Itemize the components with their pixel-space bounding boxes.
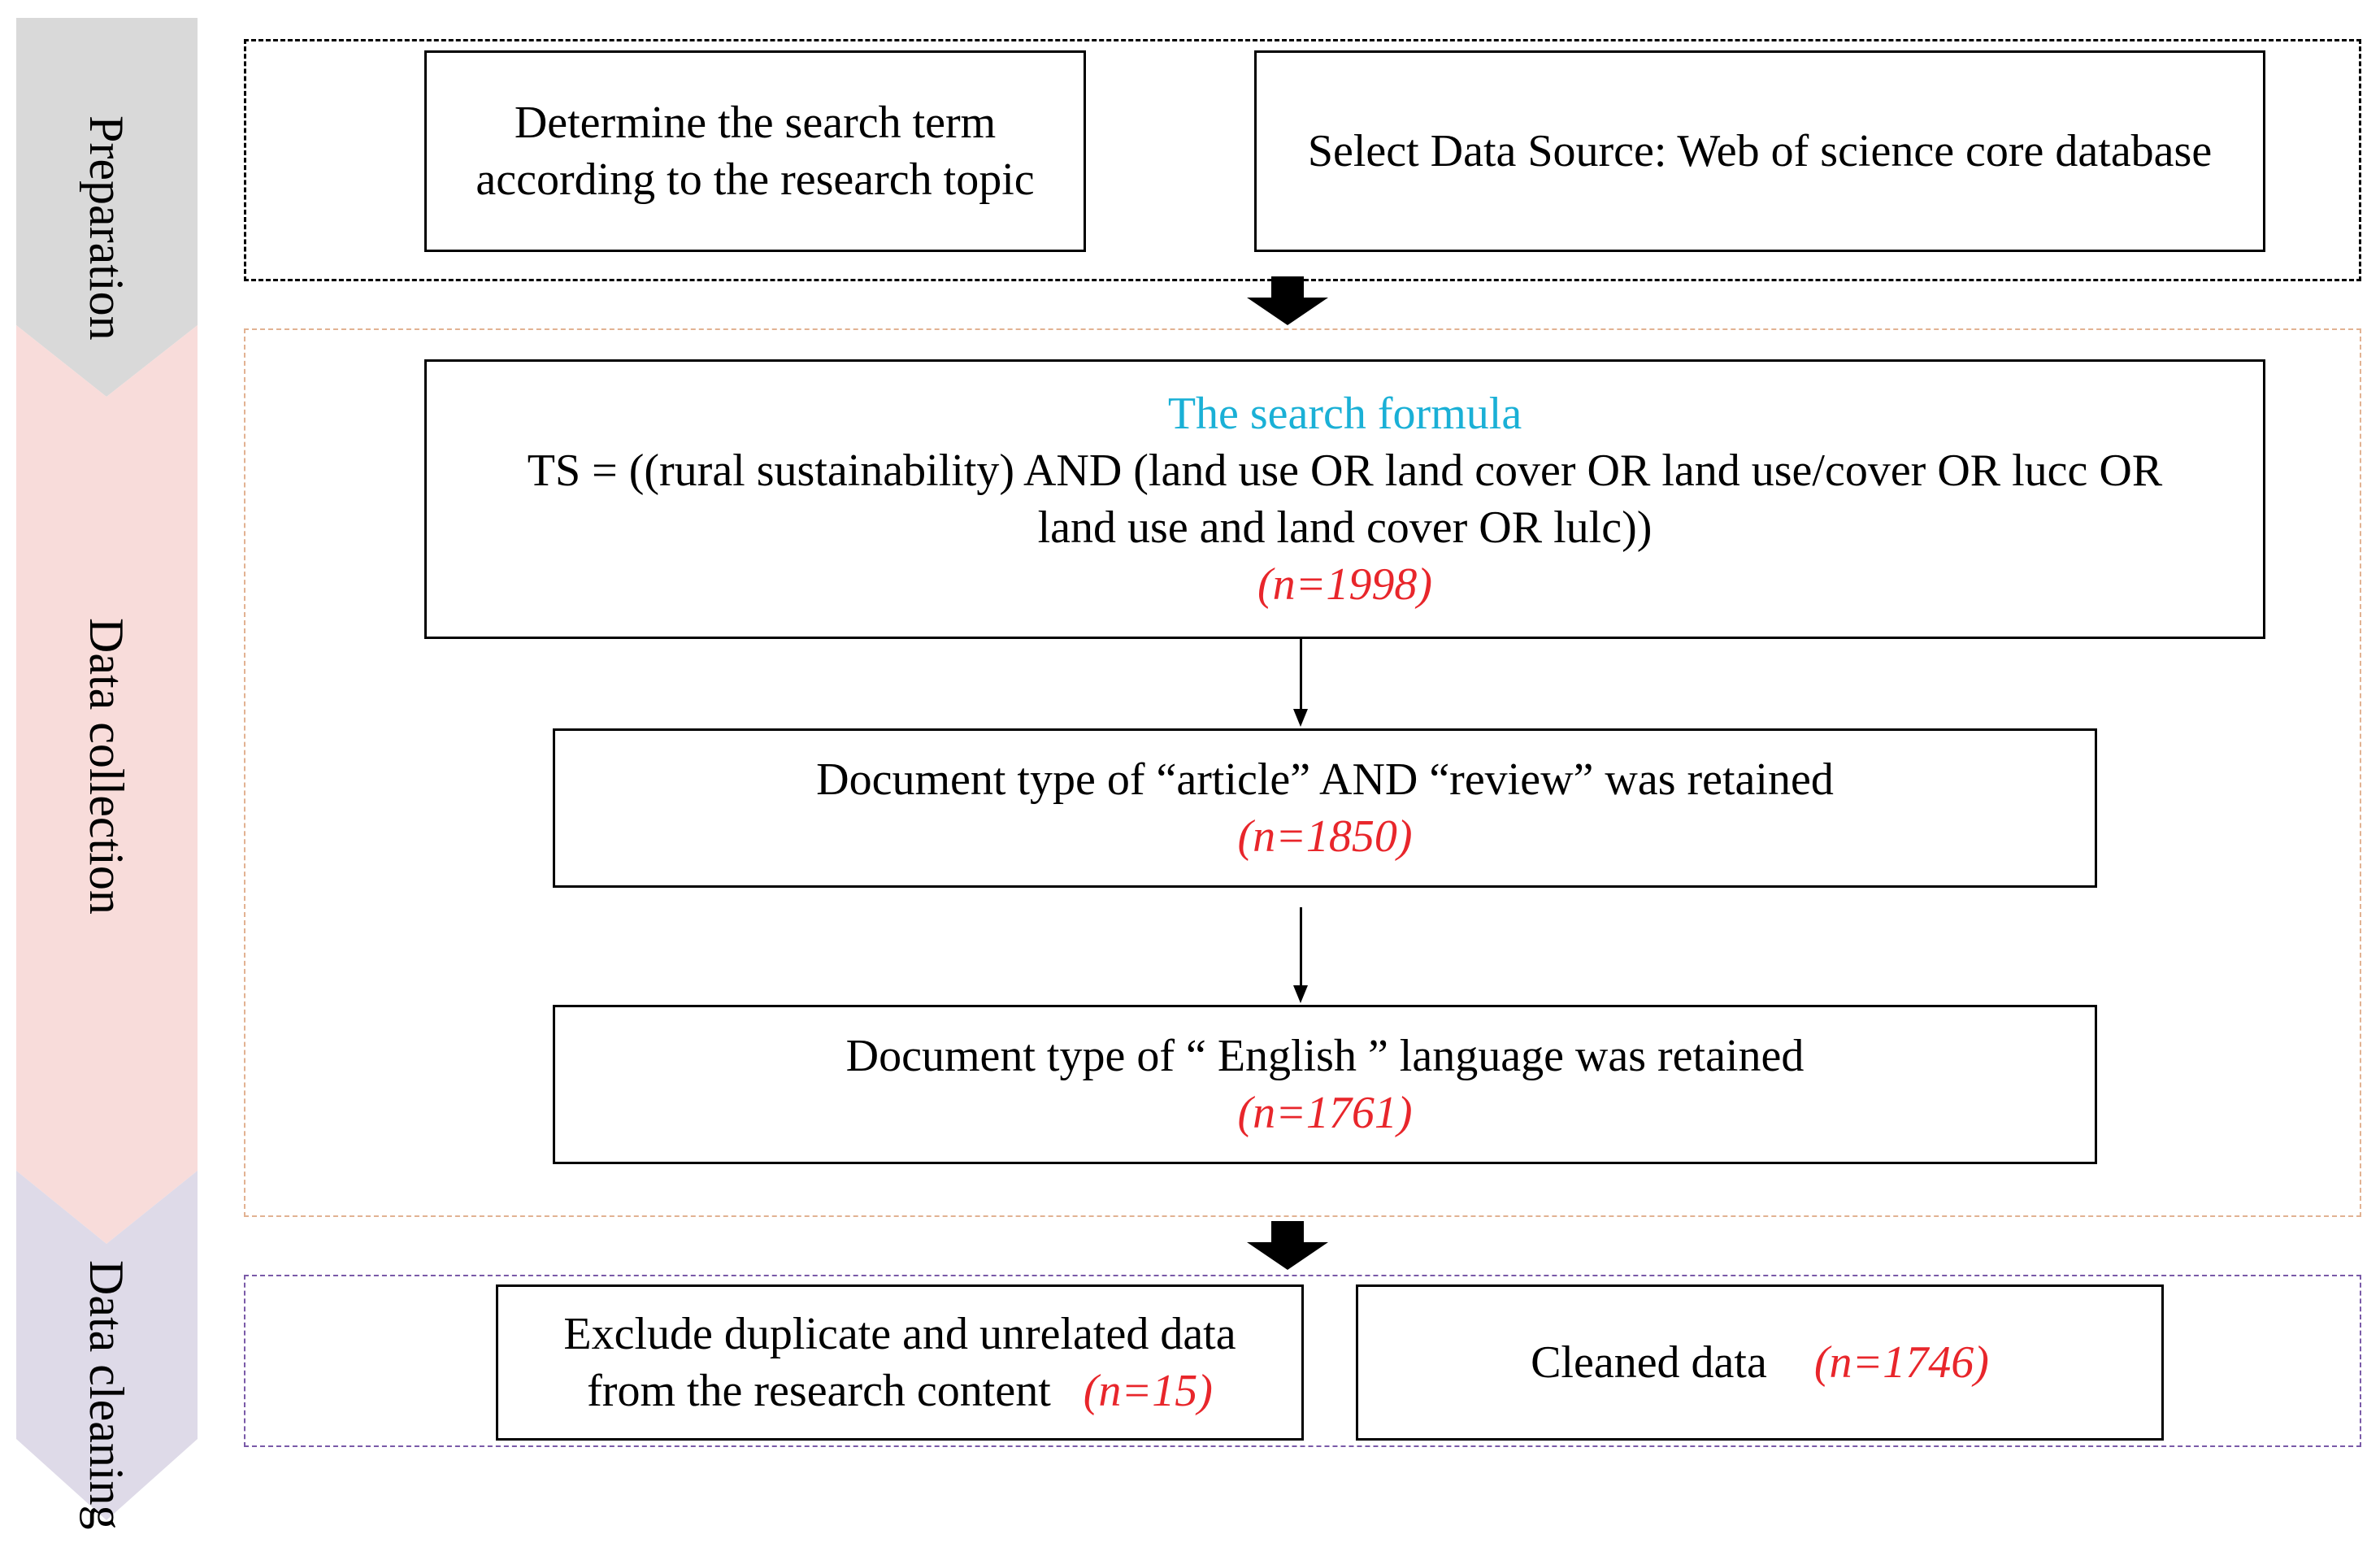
- language-box: Document type of “ English ” language wa…: [553, 1005, 2097, 1164]
- stage-label-data-cleaning: Data cleaning: [80, 1260, 133, 1530]
- stage-chevron-preparation: [16, 18, 198, 397]
- formula-title: The search formula: [1167, 389, 1522, 439]
- cleaned-data-count: (n=1746): [1813, 1337, 1989, 1388]
- cleaned-data-text: Cleaned data: [1531, 1337, 1767, 1388]
- data-source-box: Select Data Source: Web of science core …: [1254, 50, 2265, 252]
- cleaned-data-box: Cleaned data (n=1746): [1356, 1284, 2164, 1441]
- exclude-line2: from the research content: [587, 1366, 1051, 1416]
- search-term-line1: Determine the search term: [514, 98, 997, 148]
- arrowhead-formula-to-doctype: [1293, 709, 1308, 727]
- formula-count: (n=1998): [1257, 559, 1433, 610]
- search-formula-box: The search formula TS = ((rural sustaina…: [424, 359, 2265, 639]
- stage-label-data-collection: Data collection: [80, 618, 133, 915]
- stage-chevrons: [16, 18, 198, 1520]
- stage-label-preparation: Preparation: [80, 115, 133, 341]
- arrowhead-doctype-to-language: [1293, 985, 1308, 1003]
- data-cleaning-group: [244, 1275, 2361, 1447]
- cleaned-data-line: Cleaned data (n=1746): [1531, 1334, 1989, 1391]
- document-type-text: Document type of “article” AND “review” …: [816, 754, 1834, 805]
- connector-formula-to-doctype: [1300, 639, 1302, 711]
- exclude-line2-wrap: from the research content (n=15): [587, 1363, 1213, 1419]
- formula-line2: land use and land cover OR lulc)): [1037, 502, 1653, 553]
- stage-chevron-data-cleaning: [16, 1171, 198, 1520]
- document-type-box: Document type of “article” AND “review” …: [553, 728, 2097, 888]
- search-term-box: Determine the search term according to t…: [424, 50, 1086, 252]
- document-type-count: (n=1850): [1237, 811, 1413, 862]
- search-term-line2: according to the research topic: [476, 154, 1035, 205]
- formula-line1: TS = ((rural sustainability) AND (land u…: [527, 446, 2163, 496]
- connector-doctype-to-language: [1300, 907, 1302, 987]
- thick-arrow-collection-to-cleaning: [1247, 1221, 1328, 1270]
- exclude-count: (n=15): [1083, 1366, 1213, 1416]
- thick-arrow-prep-to-collection: [1247, 276, 1328, 325]
- exclude-line1: Exclude duplicate and unrelated data: [563, 1309, 1236, 1359]
- data-collection-group: [244, 328, 2361, 1217]
- data-source-text: Select Data Source: Web of science core …: [1307, 126, 2213, 176]
- stage-chevron-data-collection: [16, 325, 198, 1244]
- language-text: Document type of “ English ” language wa…: [845, 1031, 1805, 1081]
- exclude-box: Exclude duplicate and unrelated data fro…: [496, 1284, 1304, 1441]
- language-count: (n=1761): [1237, 1088, 1413, 1138]
